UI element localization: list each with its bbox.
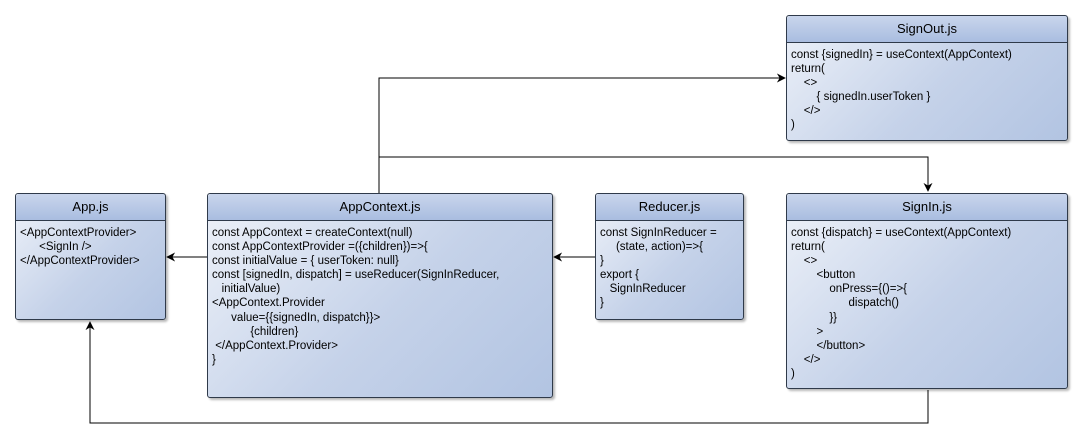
appcontext-js-title: AppContext.js	[208, 194, 552, 221]
app-js-title: App.js	[16, 194, 165, 221]
app-js-code: <AppContextProvider> <SignIn /> </AppCon…	[16, 221, 165, 268]
code-line: const AppContextProvider =({children})=>…	[212, 241, 428, 254]
code-line: const {dispatch} = useContext(AppContext…	[791, 227, 1012, 239]
signout-js-box: SignOut.js const {signedIn} = useContext…	[786, 15, 1068, 141]
code-line: <AppContext.Provider	[212, 297, 325, 310]
arrow-appcontext-to-signin	[379, 156, 933, 192]
code-line: const [signedIn, dispatch] = useReducer(…	[212, 269, 500, 282]
code-line: const initialValue = { userToken: null}	[212, 255, 399, 268]
code-line: export {	[600, 269, 639, 282]
code-line: { signedIn.userToken }	[791, 91, 931, 104]
code-line: </button>	[791, 339, 866, 352]
code-line: <SignIn />	[20, 241, 92, 254]
code-line: }}	[791, 311, 838, 324]
signout-js-code: const {signedIn} = useContext(AppContext…	[787, 43, 1067, 133]
code-line: }	[212, 353, 216, 366]
signin-js-box: SignIn.js const {dispatch} = useContext(…	[786, 193, 1068, 389]
code-line: </>	[791, 353, 821, 366]
code-line: >	[791, 325, 824, 338]
appcontext-js-box: AppContext.js const AppContext = createC…	[207, 193, 553, 398]
code-line: value={{signedIn, dispatch}}>	[212, 311, 381, 324]
code-line: <>	[791, 255, 818, 268]
code-line: <button	[791, 269, 856, 282]
code-line: }	[600, 297, 604, 310]
code-line: )	[791, 367, 795, 380]
code-line: dispatch()	[791, 297, 900, 310]
arrow-signin-to-app	[85, 321, 929, 424]
code-line: onPress={()=>{	[791, 283, 908, 296]
code-line: const SignInReducer =	[600, 227, 717, 239]
code-line: const AppContext = createContext(null)	[212, 227, 413, 239]
code-line: <>	[791, 77, 818, 90]
code-line: }	[600, 255, 604, 268]
signin-js-title: SignIn.js	[787, 194, 1067, 221]
app-js-box: App.js <AppContextProvider> <SignIn /> <…	[15, 193, 166, 320]
code-line: {children}	[212, 325, 299, 338]
signin-js-code: const {dispatch} = useContext(AppContext…	[787, 221, 1067, 381]
code-line: initialValue)	[212, 283, 281, 296]
appcontext-js-code: const AppContext = createContext(null) c…	[208, 221, 552, 367]
signout-js-title: SignOut.js	[787, 16, 1067, 43]
code-line: </AppContext.Provider>	[212, 339, 338, 352]
code-line: const {signedIn} = useContext(AppContext…	[791, 49, 1012, 61]
code-line: </AppContextProvider>	[20, 255, 140, 268]
code-line: (state, action)=>{	[600, 241, 703, 254]
code-line: SignInReducer	[600, 283, 686, 296]
reducer-js-code: const SignInReducer = (state, action)=>{…	[596, 221, 743, 311]
arrow-appcontext-to-signout	[378, 73, 786, 193]
code-line: <AppContextProvider>	[20, 227, 137, 239]
reducer-js-title: Reducer.js	[596, 194, 743, 221]
code-line: return(	[791, 63, 825, 76]
reducer-js-box: Reducer.js const SignInReducer = (state,…	[595, 193, 744, 320]
code-line: </>	[791, 105, 821, 118]
code-line: )	[791, 119, 795, 132]
code-line: return(	[791, 241, 825, 254]
